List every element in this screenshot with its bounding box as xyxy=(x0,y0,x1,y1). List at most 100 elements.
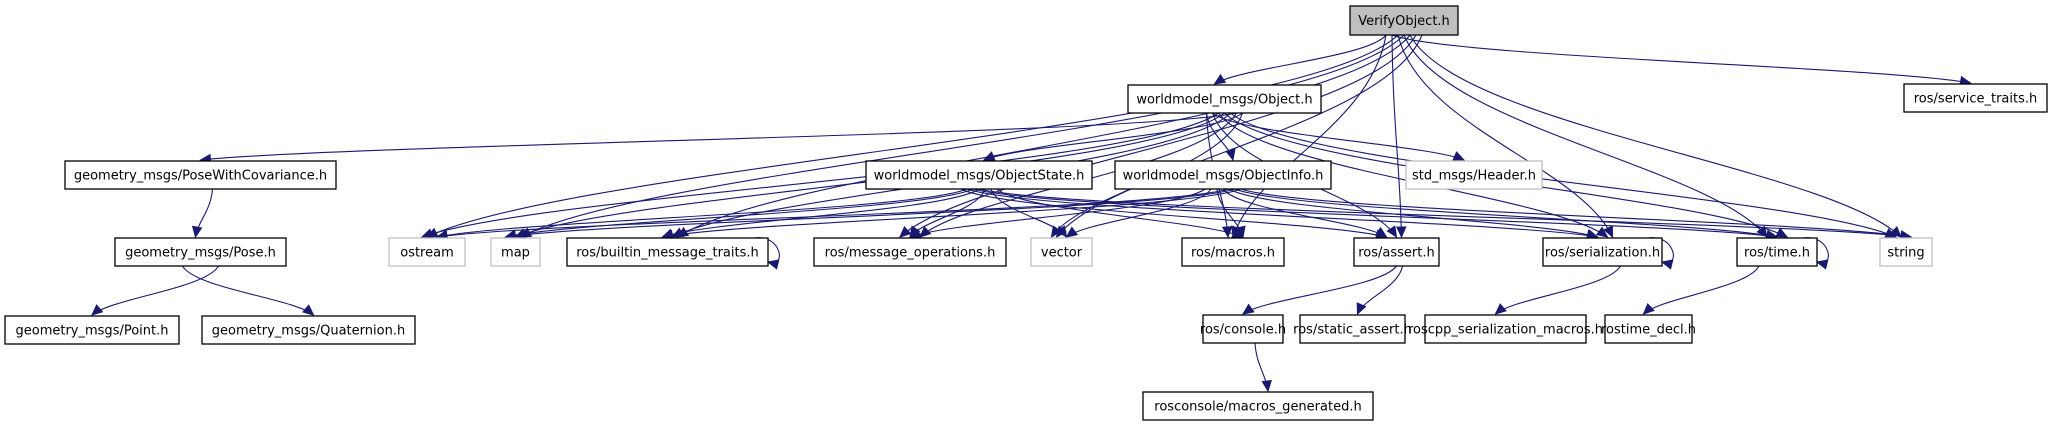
edge-pose-to-point xyxy=(91,265,219,316)
node-label: ros/time.h xyxy=(1744,246,1810,261)
node-label: rostime_decl.h xyxy=(1601,323,1696,338)
node-quaternion[interactable]: geometry_msgs/Quaternion.h xyxy=(201,315,416,345)
node-label: worldmodel_msgs/Object.h xyxy=(1136,93,1312,108)
node-box xyxy=(1353,237,1440,267)
edge-objinfo-to-time xyxy=(1234,188,1779,241)
node-point[interactable]: geometry_msgs/Point.h xyxy=(4,315,180,345)
node-box xyxy=(1736,237,1818,267)
node-box xyxy=(865,160,1093,190)
node-box xyxy=(1202,314,1284,344)
edge-object-to-header xyxy=(1212,112,1466,161)
node-box xyxy=(64,160,337,190)
node-ostream[interactable]: ostream xyxy=(388,237,466,267)
edge-verify-to-service_traits xyxy=(1391,34,1972,87)
node-box xyxy=(1114,160,1332,190)
edge-verify-to-builtin xyxy=(676,34,1411,238)
node-label: map xyxy=(501,246,530,261)
edge-objinfo-to-assert xyxy=(1222,188,1388,238)
node-box xyxy=(1127,84,1322,114)
node-box xyxy=(1604,314,1693,344)
node-label: geometry_msgs/Point.h xyxy=(16,324,169,339)
node-box xyxy=(566,237,769,267)
node-static-assert[interactable]: ros/static_assert.h xyxy=(1293,314,1412,344)
node-service-traits[interactable]: ros/service_traits.h xyxy=(1903,83,2048,113)
node-box xyxy=(4,315,180,345)
node-label: ros/macros.h xyxy=(1191,246,1275,261)
edge-verify-to-time xyxy=(1403,34,1768,238)
edge-verify-to-object xyxy=(1213,34,1387,85)
node-box xyxy=(1349,5,1459,36)
node-box xyxy=(1879,237,1933,267)
node-label: ros/message_operations.h xyxy=(825,246,996,261)
edge-time-to-rostime_decl xyxy=(1642,265,1760,315)
node-objinfo[interactable]: worldmodel_msgs/ObjectInfo.h xyxy=(1114,160,1332,190)
edge-posecov-to-pose xyxy=(191,188,214,239)
node-macros[interactable]: ros/macros.h xyxy=(1181,237,1285,267)
node-label: ros/static_assert.h xyxy=(1293,323,1412,338)
edge-objstate-to-vector xyxy=(990,188,1068,238)
edge-objinfo-to-msgops xyxy=(908,188,1206,239)
edge-object-to-posecov xyxy=(199,112,1237,165)
edge-verify-to-ostream xyxy=(425,34,1399,238)
edge-verify-to-serialization xyxy=(1397,34,1614,239)
node-box xyxy=(1030,237,1093,267)
edge-objinfo-to-serialization xyxy=(1228,188,1599,240)
node-pose[interactable]: geometry_msgs/Pose.h xyxy=(114,237,287,267)
node-box xyxy=(1299,314,1406,344)
node-label: VerifyObject.h xyxy=(1358,14,1450,29)
node-header[interactable]: std_msgs/Header.h xyxy=(1405,160,1543,190)
node-ser-macros[interactable]: roscpp_serialization_macros.h xyxy=(1408,314,1603,344)
node-map[interactable]: map xyxy=(490,237,541,267)
edge-assert-to-console xyxy=(1242,265,1397,315)
node-label: ros/serialization.h xyxy=(1545,246,1660,261)
node-box xyxy=(388,237,466,267)
edge-object-to-objinfo xyxy=(1205,112,1236,162)
node-label: ros/service_traits.h xyxy=(1914,92,2038,107)
edge-serialization-to-ser_macros xyxy=(1494,265,1621,315)
edge-assert-to-static_assert xyxy=(1356,265,1404,316)
node-box xyxy=(1142,391,1374,421)
edges-layer xyxy=(91,34,1972,393)
edge-verify-to-msgops xyxy=(899,34,1417,238)
edge-pose-to-quaternion xyxy=(182,265,315,316)
node-box xyxy=(1903,83,2048,113)
node-string[interactable]: string xyxy=(1879,237,1933,267)
node-objstate[interactable]: worldmodel_msgs/ObjectState.h xyxy=(865,160,1093,190)
node-box xyxy=(201,315,416,345)
node-label: geometry_msgs/Quaternion.h xyxy=(212,324,405,339)
node-box xyxy=(1181,237,1285,267)
node-box xyxy=(1405,160,1543,190)
node-label: vector xyxy=(1041,246,1083,261)
node-posecov[interactable]: geometry_msgs/PoseWithCovariance.h xyxy=(64,160,337,190)
node-vector[interactable]: vector xyxy=(1030,237,1093,267)
node-label: geometry_msgs/Pose.h xyxy=(125,246,276,261)
node-assert[interactable]: ros/assert.h xyxy=(1353,237,1440,267)
node-rostime-decl[interactable]: rostime_decl.h xyxy=(1601,314,1696,344)
node-msgops[interactable]: ros/message_operations.h xyxy=(813,237,1007,267)
node-object[interactable]: worldmodel_msgs/Object.h xyxy=(1127,84,1322,114)
node-box xyxy=(114,237,287,267)
node-label: worldmodel_msgs/ObjectInfo.h xyxy=(1123,169,1324,184)
node-label: std_msgs/Header.h xyxy=(1412,169,1536,184)
node-box xyxy=(490,237,541,267)
node-box xyxy=(1424,314,1587,344)
edge-verify-to-assert xyxy=(1391,34,1407,239)
node-label: string xyxy=(1887,246,1924,261)
node-builtin[interactable]: ros/builtin_message_traits.h xyxy=(566,237,769,267)
edge-objinfo-to-macros xyxy=(1216,188,1246,239)
node-label: rosconsole/macros_generated.h xyxy=(1154,400,1361,415)
node-macros-generated[interactable]: rosconsole/macros_generated.h xyxy=(1142,391,1374,421)
node-label: ros/console.h xyxy=(1200,323,1286,338)
node-label: ros/builtin_message_traits.h xyxy=(576,246,759,261)
node-serialization[interactable]: ros/serialization.h xyxy=(1542,237,1663,267)
edge-objstate-to-time xyxy=(972,188,1779,241)
node-label: geometry_msgs/PoseWithCovariance.h xyxy=(74,169,327,184)
node-verify[interactable]: VerifyObject.h xyxy=(1349,5,1459,36)
node-label: roscpp_serialization_macros.h xyxy=(1408,323,1603,338)
node-label: worldmodel_msgs/ObjectState.h xyxy=(874,169,1085,184)
node-time[interactable]: ros/time.h xyxy=(1736,237,1818,267)
node-label: ros/assert.h xyxy=(1358,246,1435,261)
node-console[interactable]: ros/console.h xyxy=(1200,314,1286,344)
